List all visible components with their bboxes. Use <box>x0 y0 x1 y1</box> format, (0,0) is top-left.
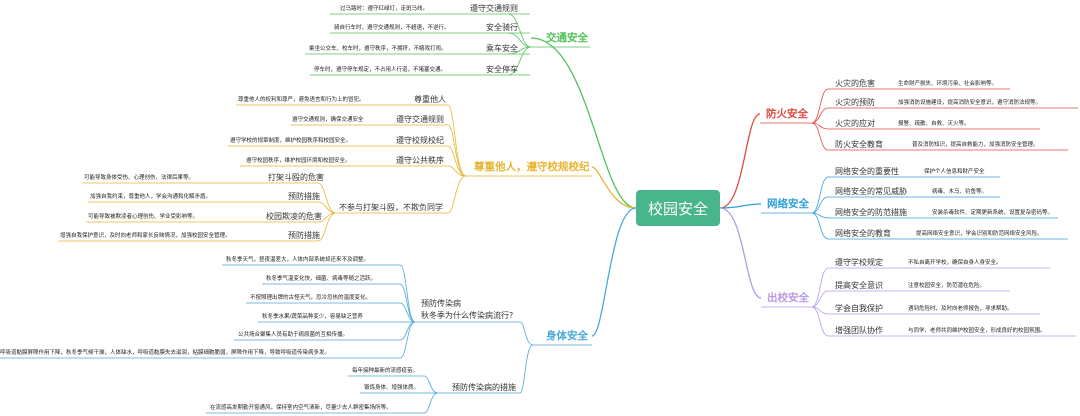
fire-item-3[interactable]: 火灾的应对 <box>835 119 875 128</box>
respect-leaf-3: 遵守学校的规章制度，维护校园秩序和校园安全。 <box>230 138 352 144</box>
fire-item-4[interactable]: 防火安全教育 <box>835 140 883 149</box>
network-item-2[interactable]: 网络安全的常见威胁 <box>835 187 907 196</box>
traffic-item-2[interactable]: 安全骑行 <box>486 23 518 32</box>
link-fire <box>719 113 761 209</box>
link-traffic <box>530 37 637 209</box>
traffic-leaf-3: 乘坐公交车、校车时，遵守秩序，不拥挤，不嬉戏打闹。 <box>309 46 447 52</box>
fight-leaf-4: 增强自我保护意识，及时向老师和家长反映情况，加强校园安全管理。 <box>60 233 231 239</box>
branch-traffic-label[interactable]: 交通安全 <box>546 32 588 44</box>
fight-leaf-1: 可能导致身体受伤、心理创伤、法律后果等。 <box>84 175 195 181</box>
network-leaf-3: 安装杀毒软件、定期更新系统、设置复杂密码等。 <box>932 210 1054 216</box>
link-outside <box>719 207 762 299</box>
traffic-item-4[interactable]: 安全停车 <box>486 65 518 74</box>
fire-leaf-4: 普及消防知识，提高自救能力，加强消防安全管理。 <box>912 142 1039 148</box>
fire-item-2[interactable]: 火灾的预防 <box>835 98 875 107</box>
fire-leaf-1: 生命财产损失、环境污染、社会影响等。 <box>898 81 998 87</box>
outside-item-3[interactable]: 学会自我保护 <box>835 304 883 313</box>
network-item-1[interactable]: 网络安全的重要性 <box>835 167 899 176</box>
fight-item-3[interactable]: 校园欺凌的危害 <box>266 212 322 221</box>
fight-item-2[interactable]: 预防措施 <box>288 192 320 201</box>
flu-leaf-2: 秋冬季气温变化快，细菌、病毒等随之活跃。 <box>266 276 377 282</box>
fire-item-1[interactable]: 火灾的危害 <box>835 79 875 88</box>
outside-leaf-2: 注意校园安全，防范潜在危险。 <box>908 283 986 289</box>
outside-item-4[interactable]: 增强团队协作 <box>835 326 883 335</box>
flu-leaf-1: 秋冬季天气，昼夜温差大，人体内部系统却还来不及调整。 <box>226 257 370 263</box>
measures-leaf-3: 在流感高发期勤开窗通风，保持室内空气清新，尽量少去人群密集场所等。 <box>210 405 392 411</box>
network-item-3[interactable]: 网络安全的防范措施 <box>835 208 907 217</box>
flu-leaf-6: 呼吸道黏膜屏障作用下降，秋冬季气候干燥，人体缺水，呼吸道黏膜失去滋润，粘膜细胞脆… <box>0 350 331 356</box>
link-health <box>591 207 637 337</box>
link-network <box>719 203 762 209</box>
health-measures-label[interactable]: 预防传染病的措施 <box>452 383 516 392</box>
outside-item-2[interactable]: 提高安全意识 <box>835 281 883 290</box>
central-node[interactable]: 校园安全 <box>636 190 720 226</box>
respect-item-4[interactable]: 遵守公共秩序 <box>396 156 444 165</box>
measures-leaf-2: 锻炼身体、增强体质。 <box>364 385 420 391</box>
fight-leaf-3: 可能导致被欺凌者心理创伤、学业受影响等。 <box>88 214 199 220</box>
traffic-item-1[interactable]: 遵守交通规则 <box>470 4 518 13</box>
network-item-4[interactable]: 网络安全的教育 <box>835 229 891 238</box>
branch-respect-label[interactable]: 尊重他人，遵守校规校纪 <box>474 161 590 173</box>
traffic-leaf-4: 停车时，遵守停车规定，不占用人行道，不堵塞交通。 <box>314 67 447 73</box>
fire-leaf-2: 加强消防设施建设，提高消防安全意识，遵守消防法规等。 <box>898 100 1042 106</box>
respect-item-2[interactable]: 遵守交通规则 <box>396 115 444 124</box>
fight-item-1[interactable]: 打架斗殴的危害 <box>268 173 324 182</box>
outside-item-1[interactable]: 遵守学校规定 <box>835 258 883 267</box>
flu-leaf-3: 不按照理出牌的古怪天气，忽冷忽热的温度变化。 <box>250 295 372 301</box>
branch-fire-label[interactable]: 防火安全 <box>766 108 808 120</box>
traffic-leaf-2: 骑自行车时，遵守交通规则，不超速，不逆行。 <box>334 25 450 31</box>
measures-leaf-1: 每年接种最新的流感疫苗。 <box>352 368 419 374</box>
branch-outside-label[interactable]: 出校安全 <box>767 292 809 304</box>
branch-health-label[interactable]: 身体安全 <box>546 330 588 342</box>
fight-item-4[interactable]: 预防措施 <box>288 231 320 240</box>
network-leaf-1: 保护个人信息和财产安全 <box>924 169 985 175</box>
network-leaf-2: 病毒、木马、钓鱼等。 <box>932 189 988 195</box>
health-flu-line2[interactable]: 秋冬季为什么传染病流行? <box>421 311 514 320</box>
outside-leaf-4: 与同学、老师共同维护校园安全，形成良好的校园氛围。 <box>908 328 1046 334</box>
traffic-item-3[interactable]: 乘车安全 <box>486 44 518 53</box>
respect-leaf-2: 遵守交通规则，确保交通安全 <box>292 117 364 123</box>
respect-item-1[interactable]: 尊重他人 <box>414 95 446 104</box>
respect-item-fight[interactable]: 不参与打架斗殴，不欺负同学 <box>339 203 443 212</box>
respect-leaf-1: 尊重他人的权利和尊严，避免语言和行为上的冒犯。 <box>238 97 365 103</box>
network-leaf-4: 提高网络安全意识，学会识别和防范网络安全风险。 <box>916 231 1043 237</box>
outside-leaf-3: 遇到危险时，及时向老师报告，寻求帮助。 <box>908 306 1013 312</box>
health-flu-line1[interactable]: 预防传染病 <box>421 299 461 308</box>
flu-leaf-5: 公共场合聚集人员有助于病原菌的互相传播。 <box>238 332 349 338</box>
traffic-leaf-1: 过马路时：遵守红绿灯，走斑马线。 <box>340 6 429 12</box>
fight-leaf-2: 加强自我约束，尊重他人，学会沟通和化解矛盾。 <box>90 194 212 200</box>
link-respect <box>591 166 637 209</box>
fire-leaf-3: 报警、疏散、自救、灭火等。 <box>898 121 970 127</box>
branch-network-label[interactable]: 网络安全 <box>767 198 809 210</box>
respect-item-3[interactable]: 遵守校规校纪 <box>396 136 444 145</box>
flu-leaf-4: 秋冬季水果/蔬菜品种变少，容易缺乏营养 <box>262 314 363 320</box>
outside-leaf-1: 不私自离开学校，确保自身人身安全。 <box>908 260 1002 266</box>
respect-leaf-4: 遵守校园秩序，维护校园环境和校园安全。 <box>246 158 351 164</box>
